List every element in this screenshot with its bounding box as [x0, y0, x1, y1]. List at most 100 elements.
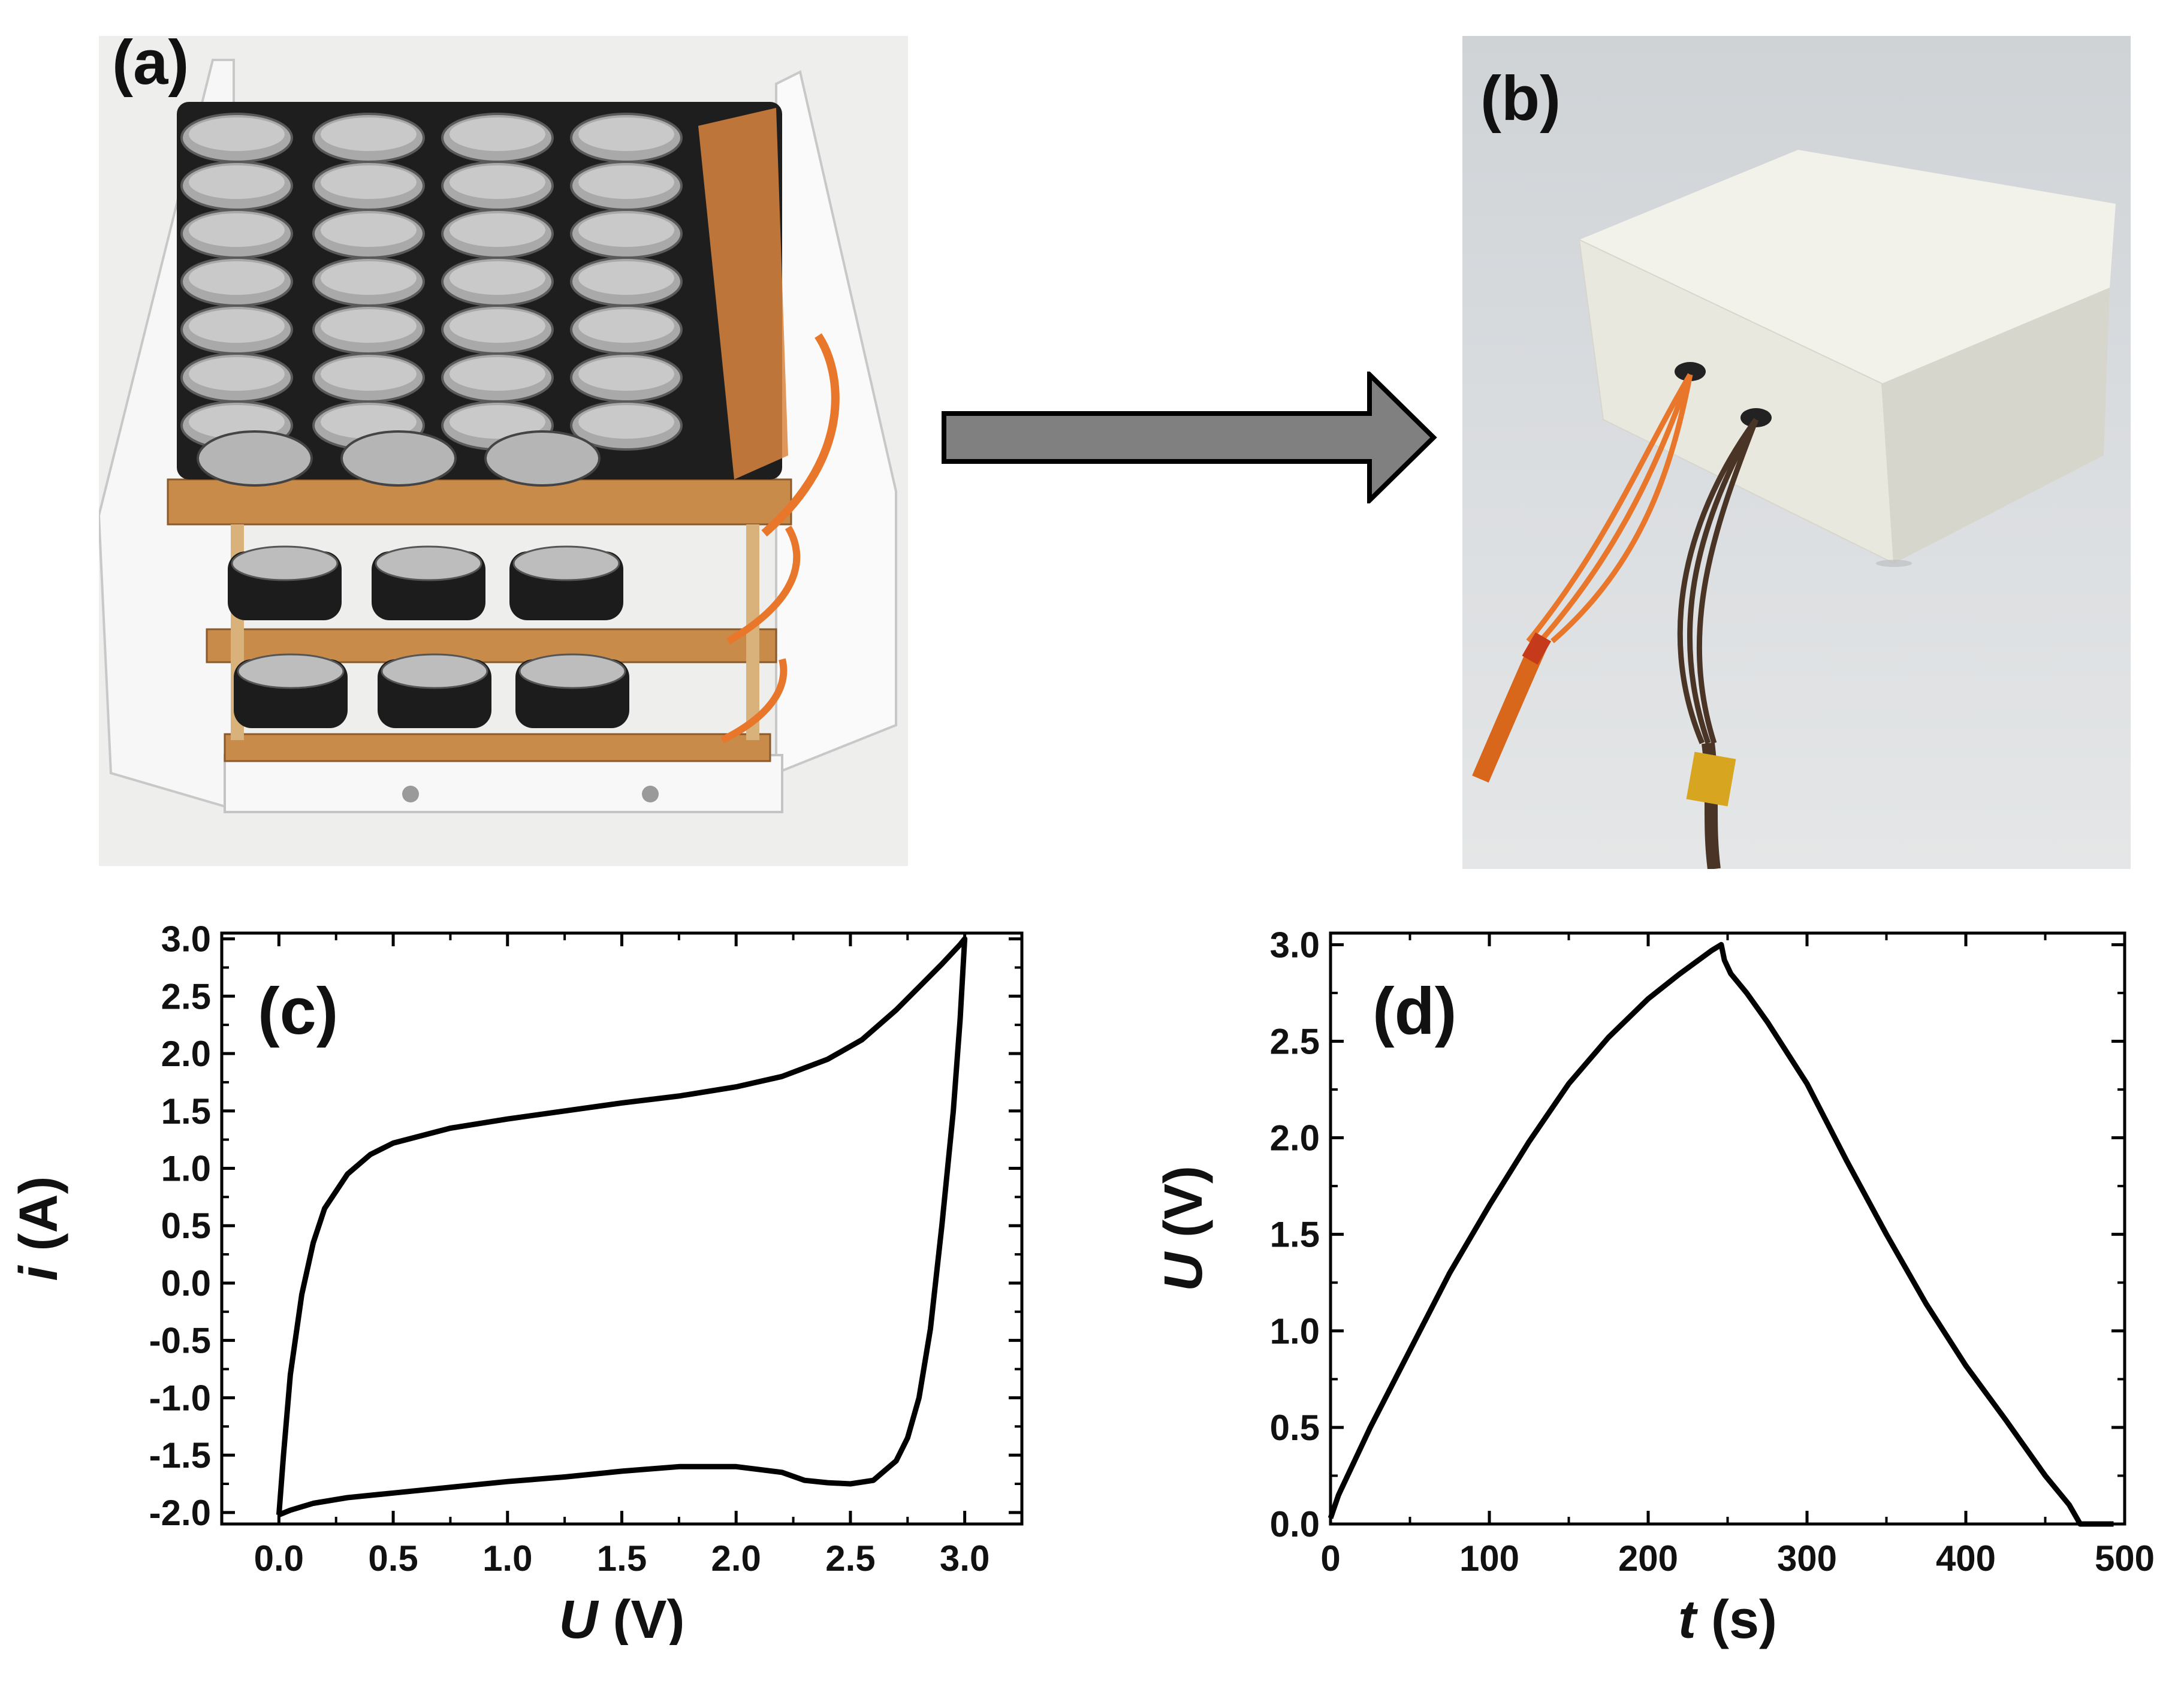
- y-tick-label: 0.5: [1270, 1408, 1320, 1448]
- enclosed-box-illustration: (b): [1472, 64, 2116, 869]
- x-tick-label: 0: [1320, 1538, 1340, 1579]
- y-axis-title: i (A): [9, 1176, 69, 1281]
- capacitor-module-illustration: (a): [99, 36, 908, 866]
- y-axis-title: U (V): [1154, 1166, 1214, 1291]
- x-tick-label: 0.0: [254, 1538, 304, 1579]
- x-tick-labels: 0.0 0.5 1.0 1.5 2.0 2.5 3.0: [254, 1538, 990, 1579]
- tick-marks: [1329, 933, 2126, 1526]
- y-tick-label: 1.5: [1270, 1215, 1320, 1255]
- coin-cell: [381, 653, 488, 689]
- y-tick-label: 2.0: [161, 1034, 211, 1074]
- cable-grommet: [1675, 362, 1706, 381]
- y-tick-label: 3.0: [1270, 925, 1320, 965]
- y-tick-label: 1.0: [161, 1148, 211, 1188]
- coin-cell-face: [450, 309, 545, 343]
- coin-cell-face: [189, 309, 285, 343]
- pcb-layer-bottom: [224, 733, 771, 762]
- y-tick-label: 0.0: [161, 1263, 211, 1303]
- y-tick-label: -0.5: [149, 1321, 211, 1361]
- x-tick-label: 3.0: [940, 1538, 990, 1579]
- plot-frame: [220, 931, 1024, 1526]
- coin-cell-face: [578, 165, 674, 199]
- y-tick-label: 1.5: [161, 1091, 211, 1131]
- label-tag: [1686, 752, 1736, 807]
- coin-cell-face: [450, 357, 545, 391]
- panel-label-c: (c): [258, 974, 338, 1048]
- y-tick-label: 2.5: [1270, 1021, 1320, 1061]
- y-tick-labels: 3.0 2.5 2.0 1.5 1.0 0.5 0.0 -0.5 -1.0 -1.5 -2.0: [149, 919, 211, 1533]
- coin-cell-face: [450, 117, 545, 151]
- y-tick-label: -1.0: [149, 1378, 211, 1418]
- y-tick-labels: 0.0 0.5 1.0 1.5 2.0 2.5 3.0: [1270, 925, 1320, 1544]
- coin-cell-face: [321, 165, 417, 199]
- coin-cell: [512, 545, 620, 581]
- tick-marks: [222, 933, 1022, 1524]
- coin-cell-face: [189, 165, 285, 199]
- x-tick-label: 0.5: [368, 1538, 418, 1579]
- box-side: [1882, 288, 2110, 563]
- coin-cell-face: [189, 405, 285, 439]
- x-tick-label: 1.0: [482, 1538, 532, 1579]
- y-tick-label: 1.0: [1270, 1311, 1320, 1351]
- x-tick-labels: 0 100 200 300 400 500: [1320, 1538, 2155, 1579]
- y-tick-label: 0.5: [161, 1206, 211, 1246]
- coin-cell: [340, 430, 457, 487]
- chart-d-galvanostatic-charge-discharge: 0 100 200 300 400 500 0.0 0.5 1.0 1.5 2.0 2.5 3.0 (…: [1154, 925, 2155, 1650]
- data-series-line: [1328, 941, 2114, 1527]
- x-tick-label: 2.0: [711, 1538, 761, 1579]
- x-tick-label: 2.5: [825, 1538, 875, 1579]
- coin-cell-grid-top: [180, 113, 683, 487]
- enclosure-base: [224, 754, 783, 813]
- x-tick-label: 400: [1936, 1538, 1996, 1579]
- coin-cell-face: [321, 309, 417, 343]
- x-tick-label: 1.5: [597, 1538, 647, 1579]
- coin-cell: [518, 653, 626, 689]
- panel-label-b: (b): [1480, 64, 1561, 134]
- x-axis-title: t (s): [1678, 1590, 1777, 1650]
- coin-cell-face: [578, 357, 674, 391]
- coin-cell-face: [189, 213, 285, 247]
- coin-cell-face: [321, 213, 417, 247]
- y-tick-label: 2.5: [161, 976, 211, 1016]
- coin-cell: [231, 545, 339, 581]
- data-series-line: [276, 936, 968, 1517]
- screw: [642, 786, 659, 802]
- coin-cell-face: [578, 405, 674, 439]
- coin-cell: [484, 430, 601, 487]
- coin-cell-rows-lower: [228, 545, 629, 728]
- chart-c-cyclic-voltammetry: 0.0 0.5 1.0 1.5 2.0 2.5 3.0 3.0 2.5 2.0 1.5 1.0 0.5…: [9, 919, 1024, 1645]
- screw: [402, 786, 419, 802]
- coin-cell-face: [189, 357, 285, 391]
- x-axis-title: U (V): [559, 1590, 685, 1645]
- coin-cell-face: [321, 117, 417, 151]
- coin-cell: [197, 430, 313, 487]
- panel-label-a: (a): [112, 36, 189, 98]
- y-tick-label: -2.0: [149, 1493, 211, 1533]
- coin-cell-face: [578, 213, 674, 247]
- coin-cell-face: [578, 309, 674, 343]
- right-arrow-icon: [942, 372, 1437, 503]
- y-tick-label: 2.0: [1270, 1118, 1320, 1158]
- x-tick-label: 100: [1459, 1538, 1519, 1579]
- panel-label-d: (d): [1372, 974, 1456, 1048]
- x-tick-label: 300: [1777, 1538, 1837, 1579]
- coin-cell-face: [450, 213, 545, 247]
- coin-cell-face: [578, 261, 674, 295]
- y-tick-label: -1.5: [149, 1435, 211, 1475]
- coin-cell-face: [189, 117, 285, 151]
- photo-b-enclosed-box: (b): [1462, 36, 2131, 869]
- coin-cell-face: [321, 261, 417, 295]
- x-tick-label: 500: [2095, 1538, 2155, 1579]
- coin-cell-face: [578, 117, 674, 151]
- cable-grommet: [1740, 408, 1772, 427]
- y-tick-label: 3.0: [161, 919, 211, 959]
- y-tick-label: 0.0: [1270, 1504, 1320, 1544]
- coin-cell-face: [321, 357, 417, 391]
- standoff: [746, 524, 759, 740]
- x-tick-label: 200: [1618, 1538, 1678, 1579]
- coin-cell-face: [321, 405, 417, 439]
- photo-a-capacitor-module: (a): [99, 36, 908, 866]
- box-top: [1579, 150, 2116, 384]
- coin-cell-face: [189, 261, 285, 295]
- coin-cell-face: [450, 165, 545, 199]
